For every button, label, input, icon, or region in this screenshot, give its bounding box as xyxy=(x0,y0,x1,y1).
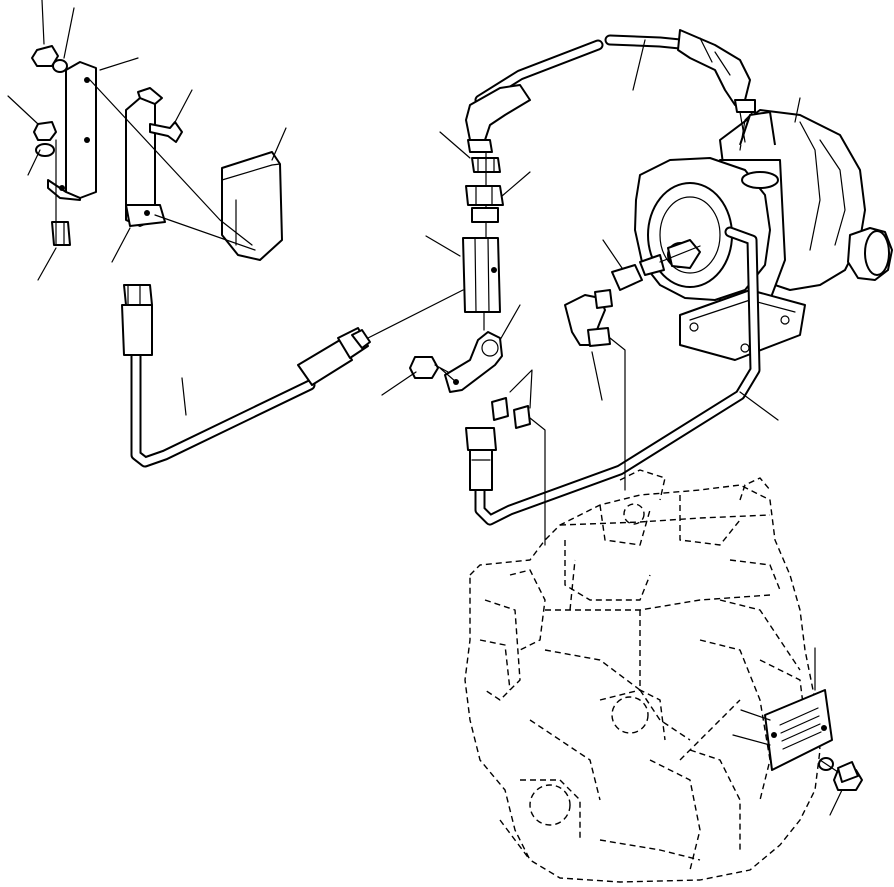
engine-block xyxy=(464,469,821,883)
plate-label xyxy=(764,689,863,791)
clamp xyxy=(409,331,531,429)
elbow-fitting xyxy=(564,254,665,347)
turbocharger xyxy=(634,109,893,361)
oil-tube-left xyxy=(121,284,371,468)
tube-fittings-upper xyxy=(462,157,504,313)
center-lines xyxy=(55,79,839,773)
hose-top xyxy=(465,29,756,153)
oil-tube-right xyxy=(465,226,761,526)
leader-lines xyxy=(7,0,843,816)
